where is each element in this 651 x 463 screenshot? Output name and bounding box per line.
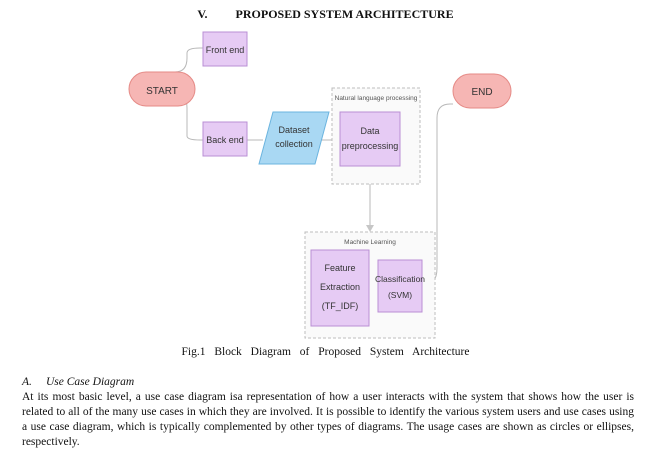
- classification-node: Classification (SVM): [375, 259, 425, 313]
- figure-caption: Fig.1 Block Diagram of Proposed System A…: [181, 346, 470, 358]
- preprocessing-label-line2: preprocessing: [342, 141, 399, 151]
- feature-label-line3: (TF_IDF): [322, 301, 359, 311]
- classification-label-line1: Classification: [375, 274, 425, 284]
- end-label: END: [471, 87, 492, 98]
- start-label: START: [146, 86, 178, 97]
- dataset-node: Dataset collection: [258, 111, 330, 165]
- classification-label-line2: (SVM): [388, 290, 412, 300]
- dataset-label-line2: collection: [275, 139, 313, 149]
- subsection-title: Use Case Diagram: [46, 376, 135, 388]
- back-end-label: Back end: [206, 135, 244, 145]
- end-node: END: [452, 73, 512, 109]
- subsection-label: A.: [22, 376, 32, 388]
- start-node: START: [128, 71, 196, 107]
- ml-group-label: Machine Learning: [344, 239, 396, 246]
- subsection-heading: A. Use Case Diagram: [22, 376, 134, 388]
- back-end-node: Back end: [202, 121, 248, 157]
- nlp-group-label: Natural language processing: [335, 95, 418, 102]
- preprocessing-node: Data preprocessing: [339, 111, 401, 167]
- section-title: PROPOSED SYSTEM ARCHITECTURE: [235, 7, 454, 21]
- feature-label-line1: Feature: [324, 263, 355, 273]
- dataset-label-line1: Dataset: [278, 125, 310, 135]
- preprocessing-label-line1: Data: [360, 126, 379, 136]
- block-diagram: START Front end Back end Dataset collect…: [128, 31, 512, 339]
- front-end-node: Front end: [202, 31, 248, 67]
- feature-extraction-node: Feature Extraction (TF_IDF): [310, 249, 370, 327]
- section-heading: V. PROPOSED SYSTEM ARCHITECTURE: [0, 7, 651, 22]
- front-end-label: Front end: [206, 45, 245, 55]
- body-paragraph: At its most basic level, a use case diag…: [22, 391, 634, 448]
- arrowhead-ml: [366, 225, 374, 232]
- feature-label-line2: Extraction: [320, 282, 360, 292]
- section-number: V.: [197, 7, 208, 21]
- connector-start-front: [174, 47, 203, 73]
